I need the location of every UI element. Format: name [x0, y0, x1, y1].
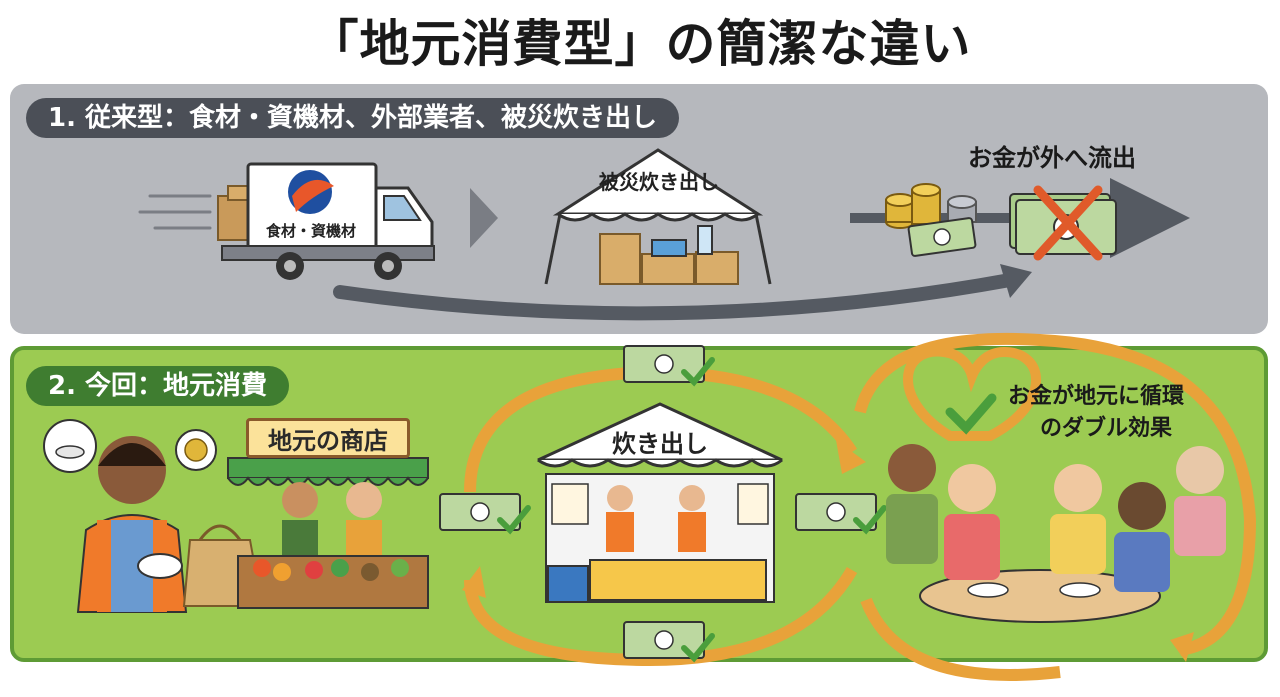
tent-icon-local	[537, 402, 783, 603]
banknote-check-4	[623, 621, 715, 663]
local-heading: 2. 今回：地元消費	[26, 366, 290, 406]
money-outflow-label: お金が外へ流出	[968, 144, 1136, 172]
people-eating-icon	[886, 444, 1226, 623]
banknote-check-1	[623, 345, 715, 387]
cycle-label-line1: お金が地元に循環	[1008, 384, 1185, 409]
bypass-arrow	[333, 273, 1017, 321]
tent-label-conventional: 被災炊き出し	[599, 170, 719, 194]
shop-icon	[227, 457, 429, 609]
cycle-label-line2: のダブル効果	[1040, 416, 1173, 441]
heart-icon	[903, 346, 1041, 441]
tent-label-local: 炊き出し	[612, 430, 708, 458]
banknote-icon	[907, 217, 977, 257]
truck-icon	[217, 162, 435, 280]
banknote-check-2	[439, 493, 531, 535]
speed-lines	[138, 194, 212, 230]
page-title: 「地元消費型」の簡潔な違い	[308, 15, 972, 73]
conventional-heading: 1. 従来型：食材・資機材、外部業者、被災炊き出し	[26, 98, 680, 138]
truck-label: 食材・資機材	[265, 222, 356, 240]
cross-icon	[1033, 185, 1103, 261]
coins-icon	[885, 183, 977, 229]
shop-sign: 地元の商店	[246, 418, 410, 458]
chevron-right-icon	[470, 188, 498, 248]
tent-icon	[544, 148, 772, 285]
volunteer-icon	[43, 419, 264, 613]
banknote-check-3	[795, 493, 887, 535]
